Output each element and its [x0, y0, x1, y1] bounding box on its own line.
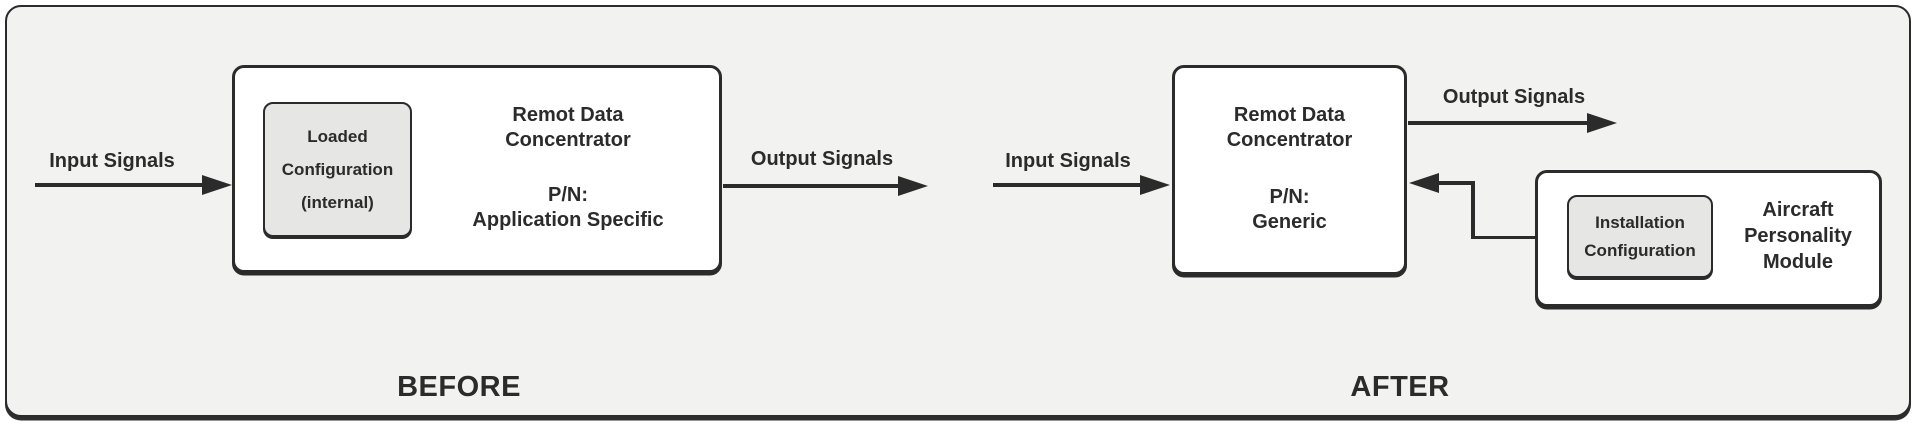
after-rdc-pn-line1: P/N: — [1269, 186, 1310, 208]
after-rdc-pn-line2: Generic — [1252, 211, 1327, 233]
chip-line: Loaded — [307, 127, 368, 146]
after-input-arrowhead-icon — [1140, 175, 1170, 195]
apm-feedback-arrowhead-icon — [1409, 173, 1439, 193]
before-output-arrowhead-icon — [898, 176, 928, 196]
before-rdc-pn-line2: Application Specific — [472, 209, 664, 231]
before-output-arrow-line — [723, 184, 898, 188]
after-apm-title-line3: Module — [1763, 251, 1833, 273]
chip-line: Configuration — [1584, 240, 1696, 260]
after-output-signals-label: Output Signals — [1442, 86, 1586, 108]
after-installation-configuration-chip: Installation Configuration — [1567, 195, 1713, 278]
before-section-label: BEFORE — [397, 371, 521, 403]
chip-line: Installation — [1595, 212, 1685, 232]
before-rdc-pn-line1: P/N: — [548, 184, 588, 206]
after-apm-title-line1: Aircraft — [1762, 199, 1834, 221]
before-input-arrow-line — [35, 183, 206, 187]
before-rdc-title: Remot Data Concentrator — [412, 103, 724, 153]
chip-line: Configuration — [281, 160, 394, 179]
after-apm-title: Aircraft Personality Module — [1713, 197, 1883, 275]
apm-feedback-line-upper — [1437, 181, 1475, 185]
before-input-signals-label: Input Signals — [49, 150, 175, 172]
after-output-arrow-line — [1408, 121, 1591, 125]
after-output-arrowhead-icon — [1587, 113, 1617, 133]
apm-feedback-line-vertical — [1471, 181, 1475, 239]
before-rdc-title-line2: Concentrator — [505, 129, 631, 151]
after-rdc-title: Remot Data Concentrator — [1172, 103, 1407, 153]
before-rdc-title-line1: Remot Data — [512, 104, 624, 126]
before-rdc-part-number: P/N: Application Specific — [412, 183, 724, 233]
after-input-signals-label: Input Signals — [1005, 150, 1131, 172]
before-loaded-configuration-chip: Loaded Configuration (internal) — [263, 102, 412, 237]
after-apm-title-line2: Personality — [1744, 225, 1852, 247]
before-input-arrowhead-icon — [202, 175, 232, 195]
before-output-signals-label: Output Signals — [750, 148, 894, 170]
after-rdc-part-number: P/N: Generic — [1172, 185, 1407, 235]
after-rdc-box — [1172, 65, 1407, 275]
after-section-label: AFTER — [1350, 371, 1450, 403]
chip-line: (internal) — [301, 193, 374, 212]
after-rdc-title-line2: Concentrator — [1226, 129, 1353, 151]
after-rdc-title-line1: Remot Data — [1233, 104, 1346, 126]
after-input-arrow-line — [993, 183, 1140, 187]
apm-feedback-line-lower — [1471, 235, 1535, 239]
